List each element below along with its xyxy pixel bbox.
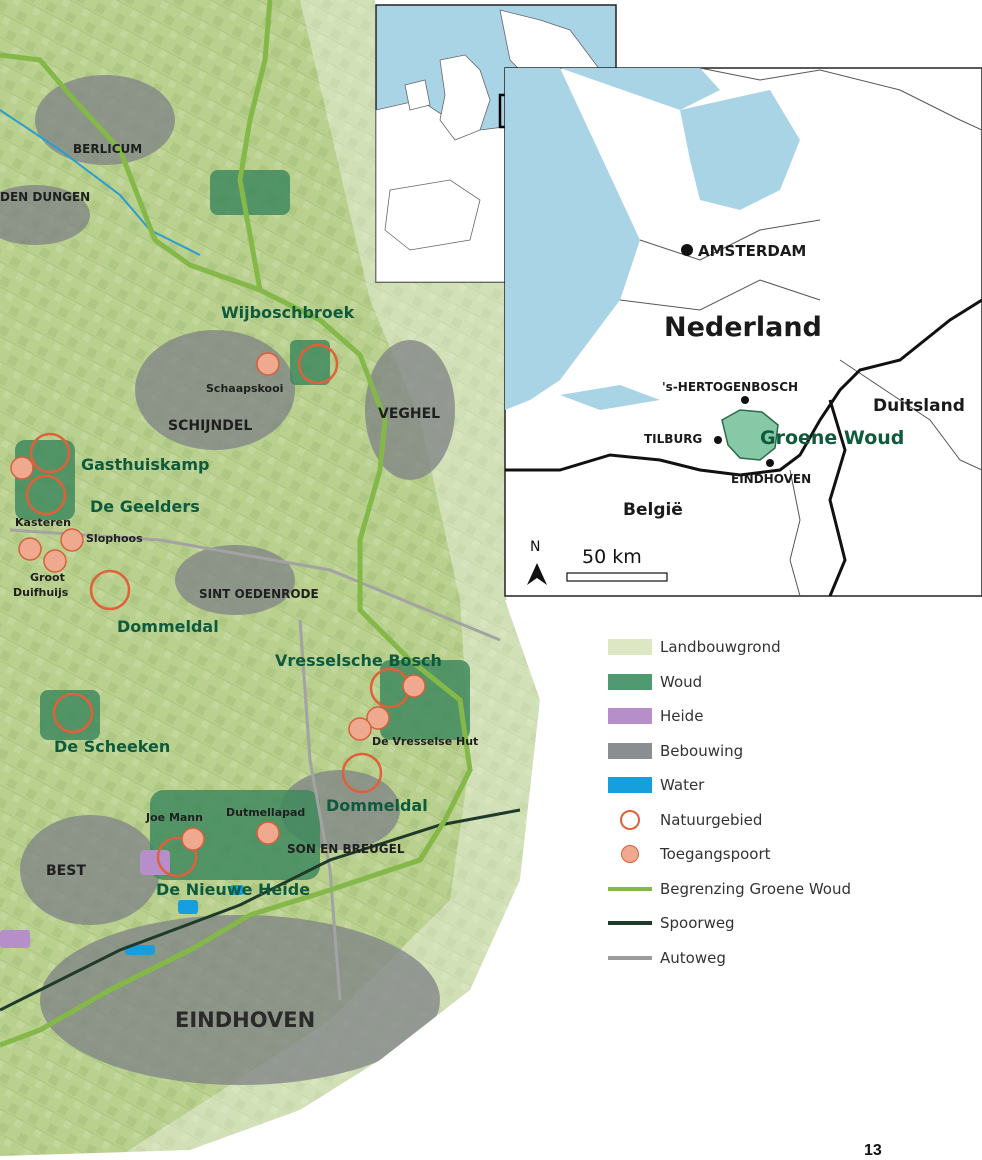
north-arrow-icon (527, 563, 547, 585)
legend-label: Spoorweg (660, 914, 735, 933)
town-label-eindhoven: EINDHOVEN (175, 1008, 316, 1032)
legend-item: Water (608, 768, 938, 803)
swatch-icon (608, 639, 652, 656)
town-label-den-dungen: DEN DUNGEN (0, 190, 91, 204)
legend-item: Spoorweg (608, 906, 938, 941)
inset-label-nederland: Nederland (664, 312, 822, 343)
legend-item: Toegangspoort (608, 837, 938, 872)
town-label-schijndel: SCHIJNDEL (168, 418, 253, 434)
access-point-markers (10, 352, 426, 851)
town-label-son-en-breugel: SON EN BREUGEL (287, 842, 405, 856)
nature-label-dommeldal-north: Dommeldal (117, 617, 219, 636)
access-label-slophoos: Slophoos (86, 532, 143, 545)
access-label-dutmellapad: Dutmellapad (226, 806, 306, 819)
swatch-icon (608, 673, 652, 690)
access-label-groot: Groot (30, 571, 65, 584)
netherlands-inset-map (504, 67, 982, 597)
legend-item: Bebouwing (608, 734, 938, 769)
nature-label-vresselsche-bosch: Vresselsche Bosch (275, 651, 442, 670)
line-icon (608, 881, 652, 897)
sea (505, 68, 640, 410)
swatch-icon (608, 777, 652, 794)
motorways (9, 528, 501, 1001)
nature-label-de-scheeken: De Scheeken (54, 737, 171, 756)
inset-label-amsterdam: AMSTERDAM (698, 242, 807, 260)
legend-item: Landbouwgrond (608, 630, 938, 665)
nature-label-dommeldal-south: Dommeldal (326, 796, 428, 815)
inset-label-s-hertogenbosch: 's-HERTOGENBOSCH (662, 380, 799, 394)
legend-label: Natuurgebied (660, 810, 763, 829)
nature-label-wijboschbroek: Wijboschbroek (221, 303, 355, 322)
nature-label-de-geelders: De Geelders (90, 497, 200, 516)
scale-label: 50 km (582, 546, 642, 568)
inset-label-belgie: België (623, 500, 683, 520)
river (0, 109, 201, 256)
legend-item: Autoweg (608, 941, 938, 976)
groene-woud-boundary (0, 52, 473, 1048)
inset-label-duitsland: Duitsland (873, 396, 965, 416)
railway (0, 808, 521, 1012)
line-icon (608, 950, 652, 966)
inset-label-groene-woud: Groene Woud (760, 427, 905, 449)
inset-label-eindhoven: EINDHOVEN (731, 472, 812, 486)
national-border (505, 298, 982, 477)
legend-label: Bebouwing (660, 741, 744, 760)
legend-label: Toegangspoort (660, 845, 771, 864)
legend-label: Water (660, 776, 705, 795)
north-label: N (530, 539, 541, 555)
legend-label: Woud (660, 672, 703, 691)
page-number: 13 (864, 1142, 882, 1159)
forest-areas (15, 170, 470, 880)
town-label-sint-oedenrode: SINT OEDENRODE (199, 587, 319, 601)
town-label-veghel: VEGHEL (378, 406, 441, 422)
dot-icon (608, 845, 652, 864)
nature-area-markers (25, 343, 411, 878)
access-label-schaapskooi: Schaapskooi (206, 382, 284, 395)
legend-item: Heide (608, 699, 938, 734)
access-label-kasteren: Kasteren (15, 516, 71, 529)
inset-label-tilburg: TILBURG (644, 432, 703, 446)
access-label-duifhuijs: Duifhuijs (13, 586, 69, 599)
scale-bar (566, 572, 668, 582)
access-label-de-vresselse-hut: De Vresselse Hut (372, 735, 479, 748)
ring-icon (608, 809, 652, 830)
swatch-icon (608, 708, 652, 725)
town-label-best: BEST (46, 863, 86, 879)
legend-label: Landbouwgrond (660, 638, 781, 657)
nature-label-de-nieuwe-heide: De Nieuwe Heide (156, 880, 311, 899)
legend-label: Autoweg (660, 948, 726, 967)
groene-woud-region (721, 409, 779, 461)
nature-label-gasthuiskamp: Gasthuiskamp (81, 455, 210, 474)
water-features (125, 885, 244, 955)
legend-item: Woud (608, 665, 938, 700)
line-icon (608, 915, 652, 931)
legend-label: Begrenzing Groene Woud (660, 879, 851, 898)
town-label-berlicum: BERLICUM (73, 142, 143, 156)
swatch-icon (608, 742, 652, 759)
access-label-joe-mann: Joe Mann (146, 811, 203, 824)
ijsselmeer (680, 90, 800, 210)
legend-label: Heide (660, 707, 704, 726)
legend-item: Natuurgebied (608, 803, 938, 838)
legend-item: Begrenzing Groene Woud (608, 872, 938, 907)
